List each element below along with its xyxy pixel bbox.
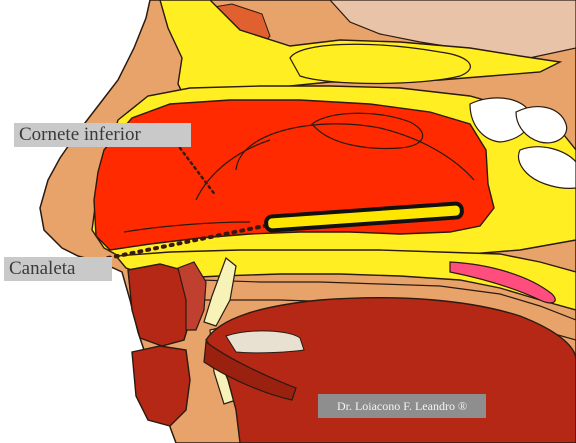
label-canaleta: Canaleta xyxy=(4,257,112,281)
tongue-shadow xyxy=(226,331,304,353)
tongue xyxy=(206,298,576,443)
author-credit: Dr. Loiacono F. Leandro ® xyxy=(318,394,486,418)
label-cornete-inferior: Cornete inferior xyxy=(14,123,191,147)
lower-lip xyxy=(132,346,190,426)
